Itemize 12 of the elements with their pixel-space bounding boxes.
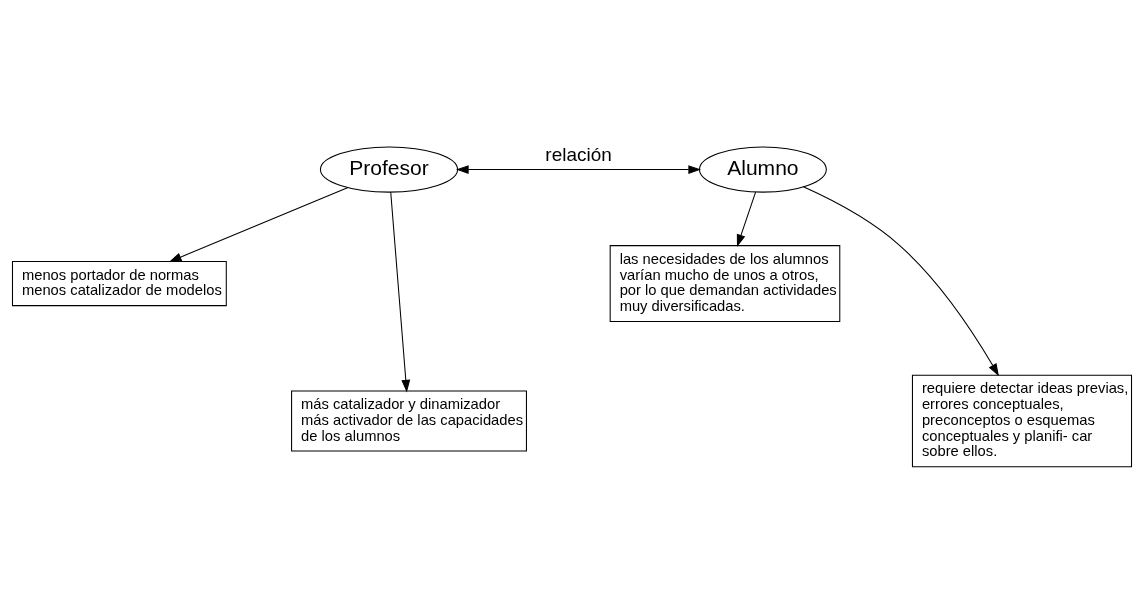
node-ellipse: Alumno bbox=[698, 145, 827, 193]
node-box: menos portador de normas menos catalizador de modelos bbox=[11, 260, 227, 306]
node-ellipse: Profesor bbox=[319, 145, 459, 193]
arrow bbox=[168, 186, 349, 262]
arrow bbox=[802, 185, 999, 376]
edge-label: relación bbox=[545, 143, 612, 164]
arrow bbox=[390, 191, 411, 392]
node-box: más catalizador y dinamizador más activador de las capacidades de los alumnos bbox=[291, 389, 527, 451]
node-box: requiere detectar ideas previas, errores conceptuales, preconceptos o esquemas conceptuales y planifi- car sobre ellos. bbox=[911, 374, 1133, 467]
arrow bbox=[736, 191, 757, 247]
arrow bbox=[456, 164, 701, 174]
node-box: las necesidades de los alumnos varían mucho de unos a otros, por lo que demandan actividades muy diversificadas. bbox=[609, 244, 841, 322]
